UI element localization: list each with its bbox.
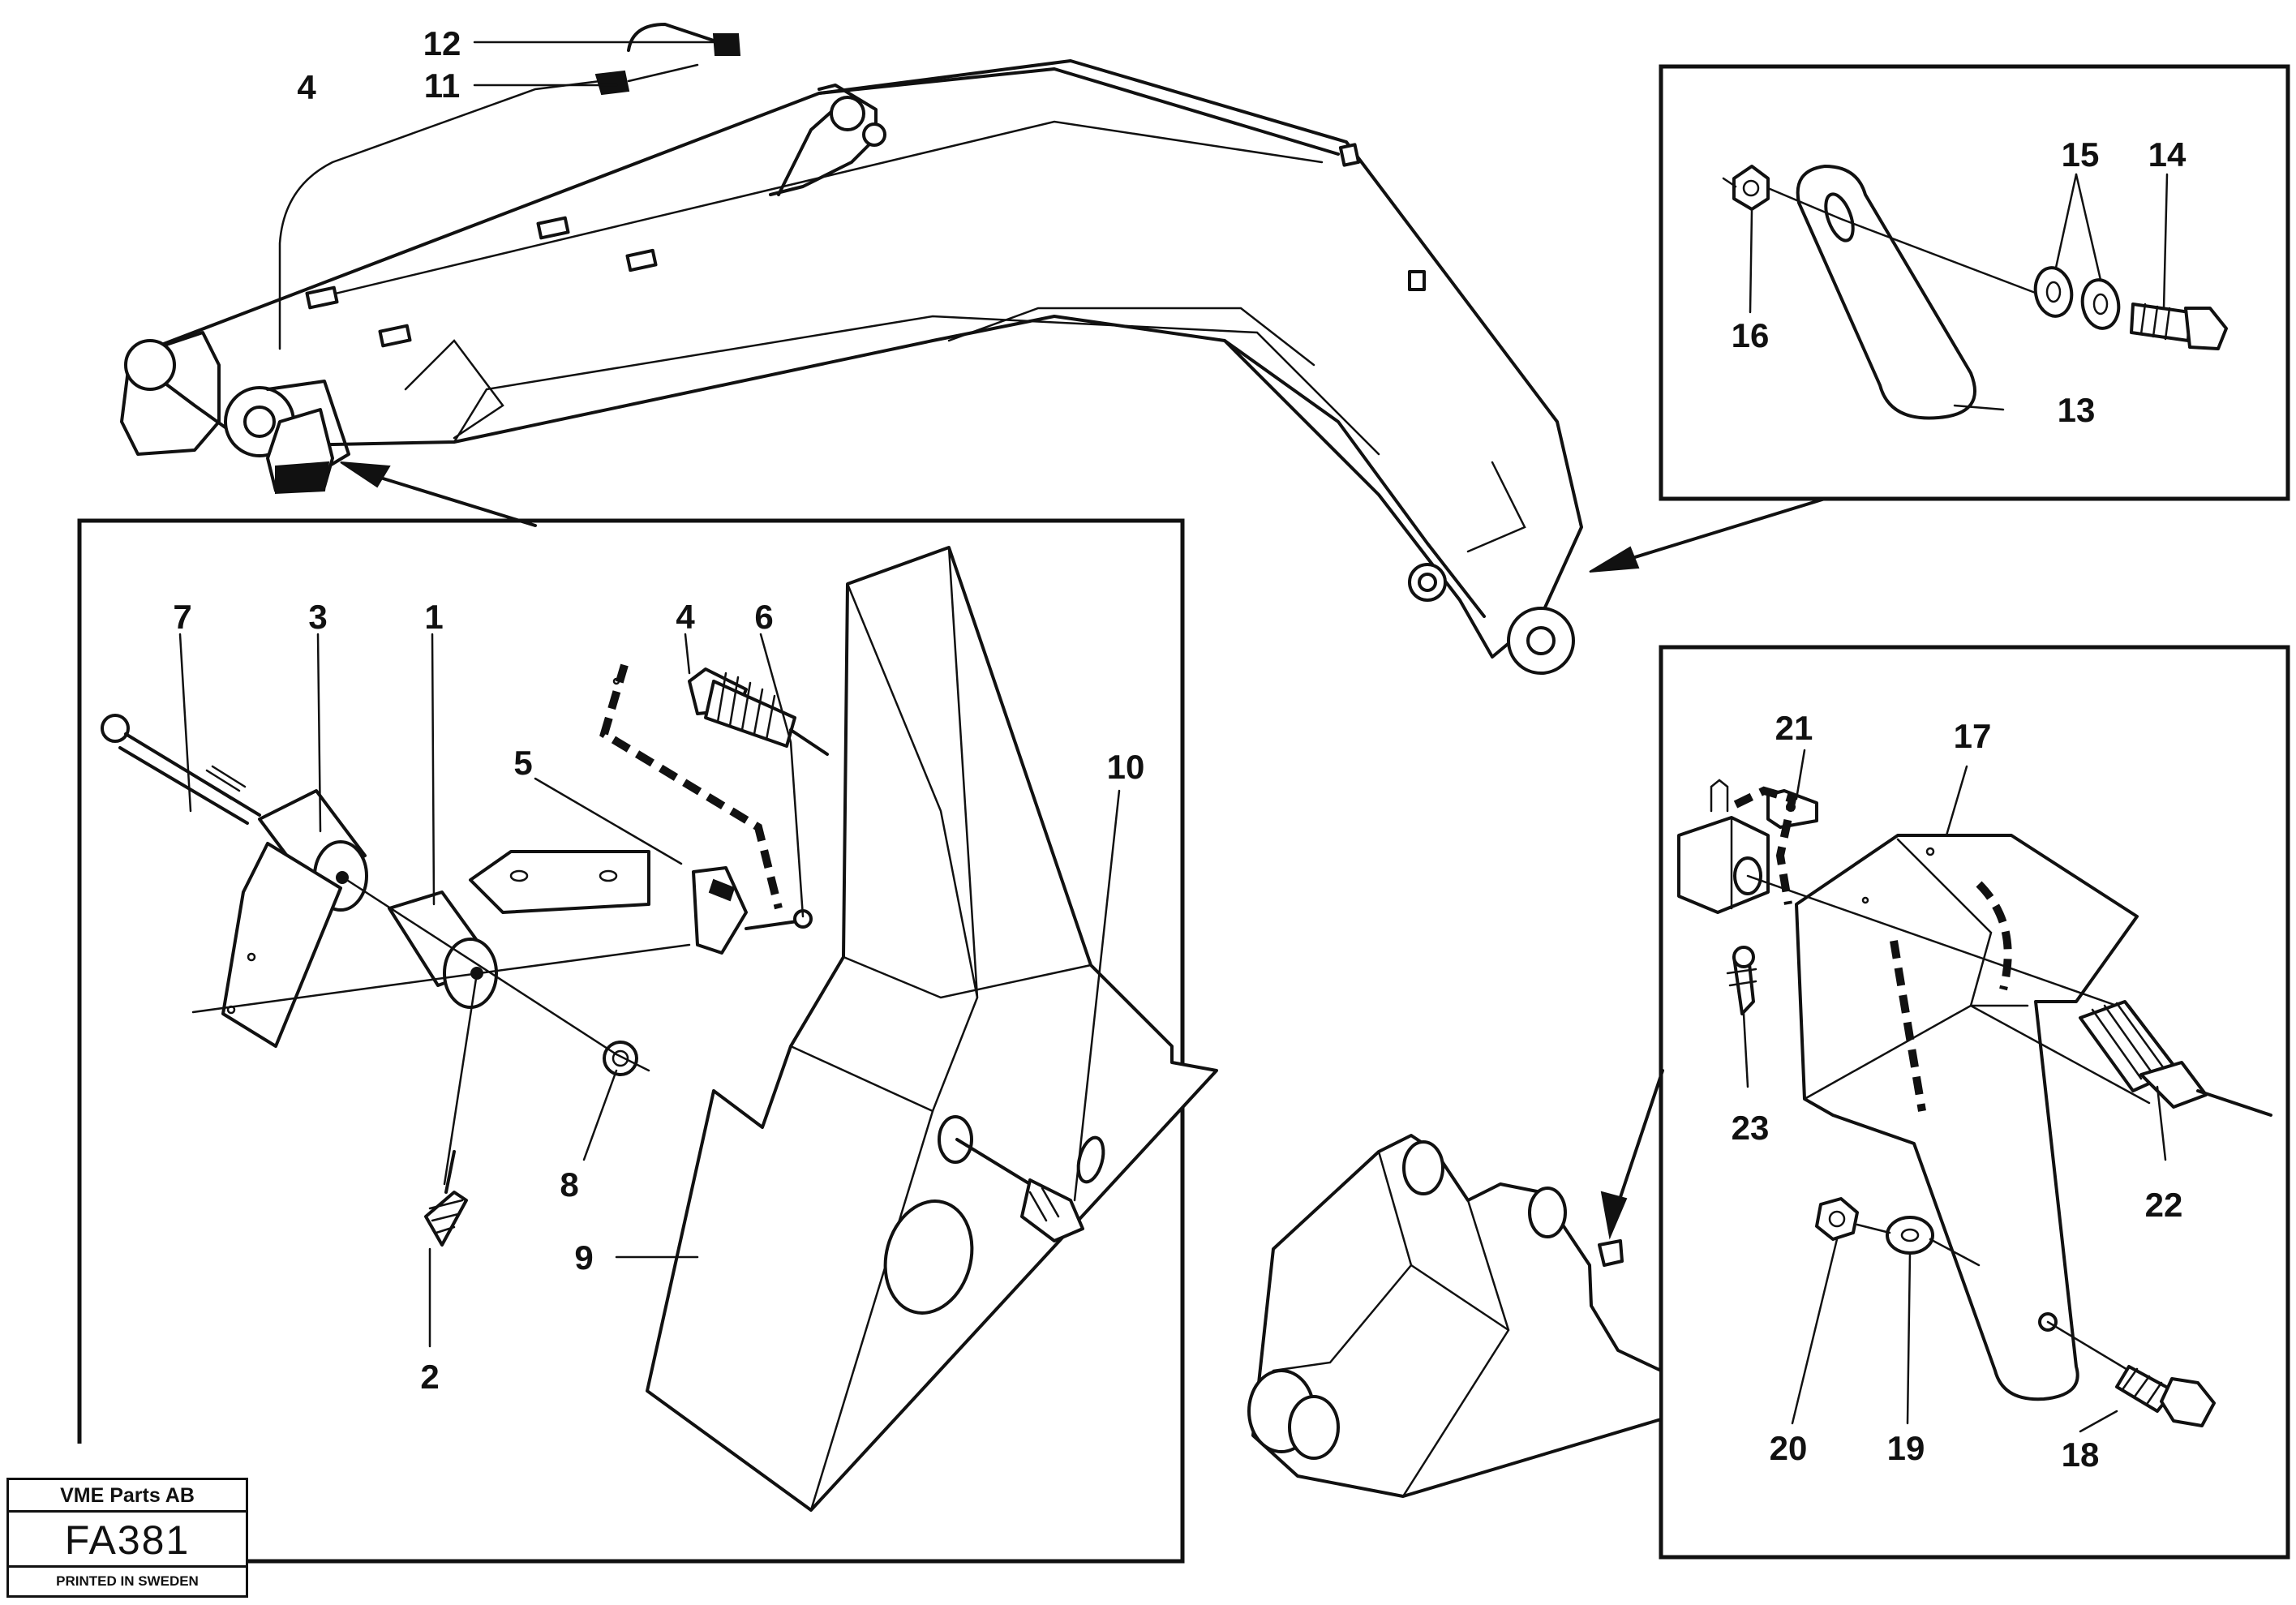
detail-bottom-right-panel bbox=[1247, 645, 2290, 1560]
callout-16: 16 bbox=[1732, 316, 1770, 354]
callout-8: 8 bbox=[560, 1165, 578, 1204]
callout-17: 17 bbox=[1954, 717, 1992, 755]
title-block: VME Parts AB FA381 PRINTED IN SWEDEN bbox=[6, 1478, 248, 1598]
printed-note: PRINTED IN SWEDEN bbox=[56, 1573, 199, 1589]
callout-6: 6 bbox=[754, 598, 773, 636]
boom-pads bbox=[305, 143, 1426, 348]
callout-2: 2 bbox=[420, 1358, 439, 1396]
callout-1: 1 bbox=[424, 598, 443, 636]
callout-5: 5 bbox=[513, 744, 532, 782]
callout-7: 7 bbox=[173, 598, 191, 636]
detail-top-right-panel bbox=[1659, 64, 2290, 501]
callout-13: 13 bbox=[2058, 391, 2096, 429]
callout-22: 22 bbox=[2145, 1186, 2183, 1224]
callout-9: 9 bbox=[574, 1238, 593, 1277]
company-name: VME Parts AB bbox=[9, 1480, 246, 1513]
callout-23: 23 bbox=[1732, 1109, 1770, 1147]
figure-code: FA381 bbox=[9, 1513, 246, 1568]
callout-12: 12 bbox=[423, 24, 461, 62]
callout-20: 20 bbox=[1770, 1429, 1808, 1467]
detail-left-panel bbox=[77, 518, 1218, 1564]
callout-21: 21 bbox=[1775, 709, 1813, 747]
callout-18: 18 bbox=[2062, 1435, 2100, 1474]
boom-assembly bbox=[120, 23, 1583, 675]
callout-15: 15 bbox=[2062, 135, 2100, 174]
callout-19: 19 bbox=[1887, 1429, 1925, 1467]
callout-4-main: 4 bbox=[297, 68, 316, 106]
callouts: 12 11 4 7 3 1 4 6 5 10 8 9 2 15 14 16 13… bbox=[173, 24, 2187, 1474]
callout-4-detail: 4 bbox=[676, 598, 695, 636]
callout-14: 14 bbox=[2148, 135, 2187, 174]
callout-11: 11 bbox=[424, 67, 460, 105]
callout-3: 3 bbox=[308, 598, 327, 636]
callout-10: 10 bbox=[1107, 748, 1145, 786]
